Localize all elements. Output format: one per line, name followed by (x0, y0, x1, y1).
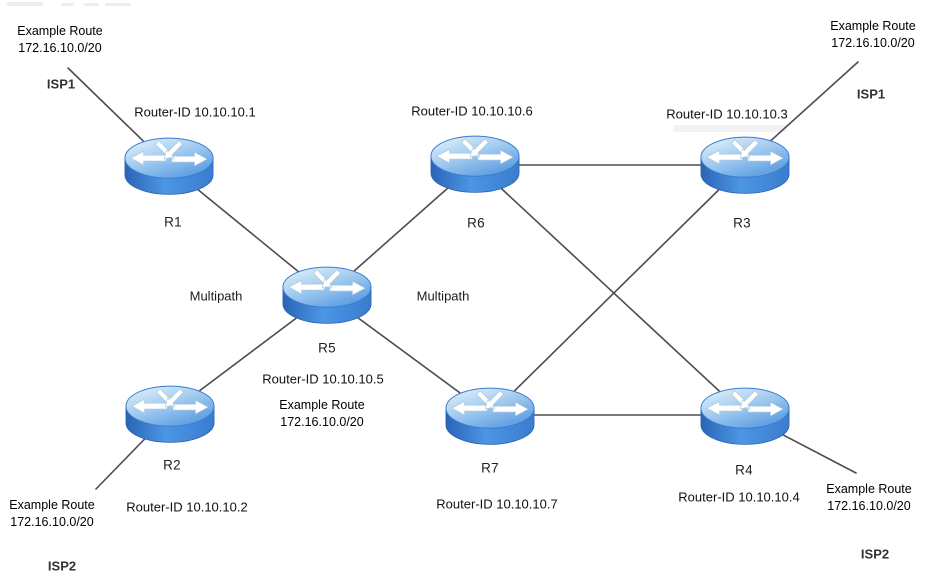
router-node-r3 (698, 133, 792, 197)
router-icon (430, 135, 520, 193)
clipped-text-artifact (7, 2, 43, 6)
clipped-text-artifact (84, 3, 99, 6)
route-line2: 172.16.10.0/20 (827, 499, 911, 513)
router-icon (124, 137, 214, 195)
route-line2: 172.16.10.0/20 (18, 41, 102, 55)
router-node-r6 (428, 132, 522, 196)
isp-label-bottom-left: ISP2 (47, 558, 77, 574)
router-node-r1 (122, 134, 216, 198)
route-line1: Example Route (9, 498, 95, 512)
router-icon (700, 387, 790, 445)
example-route-top-right: Example Route 172.16.10.0/20 (830, 18, 915, 52)
router-name-r5: R5 (318, 340, 336, 356)
example-route-top-left: Example Route 172.16.10.0/20 (17, 23, 102, 57)
router-id-label-r6: Router-ID 10.10.10.6 (411, 103, 533, 119)
isp-label-bottom-right: ISP2 (860, 546, 890, 562)
router-id-label-r7: Router-ID 10.10.10.7 (436, 496, 558, 512)
router-name-r4: R4 (735, 462, 753, 478)
router-id-label-r4: Router-ID 10.10.10.4 (678, 489, 800, 505)
route-line2: 172.16.10.0/20 (280, 415, 364, 429)
router-name-r7: R7 (481, 460, 499, 476)
example-route-bottom-right: Example Route 172.16.10.0/20 (826, 481, 911, 515)
router-id-label-r3: Router-ID 10.10.10.3 (666, 106, 788, 122)
isp-label-top-left: ISP1 (46, 76, 76, 92)
router-node-r4 (698, 384, 792, 448)
router-name-r2: R2 (163, 457, 181, 473)
isp-label-top-right: ISP1 (856, 86, 886, 102)
router-icon (125, 385, 215, 443)
multipath-label-right: Multipath (416, 288, 470, 304)
router-icon (445, 387, 535, 445)
ghost-smudge (673, 125, 787, 132)
router-name-r1: R1 (164, 214, 182, 230)
router-name-r6: R6 (467, 215, 485, 231)
route-line2: 172.16.10.0/20 (831, 36, 915, 50)
clipped-text-artifact (105, 3, 131, 6)
route-line1: Example Route (830, 19, 916, 33)
route-line1: Example Route (17, 24, 103, 38)
router-name-r3: R3 (733, 215, 751, 231)
link-r3-r7 (489, 163, 746, 416)
router-id-label-r2: Router-ID 10.10.10.2 (126, 499, 248, 515)
router-node-r2 (123, 382, 217, 446)
router-icon (282, 266, 372, 324)
router-id-label-r1: Router-ID 10.10.10.1 (134, 104, 256, 120)
multipath-label-left: Multipath (189, 288, 243, 304)
router-id-label-r5: Router-ID 10.10.10.5 (262, 371, 384, 387)
clipped-text-artifact (61, 3, 74, 6)
example-route-bottom-left: Example Route 172.16.10.0/20 (9, 497, 94, 531)
router-icon (700, 136, 790, 194)
link-r6-r4 (474, 163, 746, 416)
route-line2: 172.16.10.0/20 (10, 515, 94, 529)
r5-example-route-label: Example Route 172.16.10.0/20 (279, 397, 364, 431)
route-line1: Example Route (826, 482, 912, 496)
route-line1: Example Route (279, 398, 365, 412)
router-node-r5 (280, 263, 374, 327)
router-node-r7 (443, 384, 537, 448)
